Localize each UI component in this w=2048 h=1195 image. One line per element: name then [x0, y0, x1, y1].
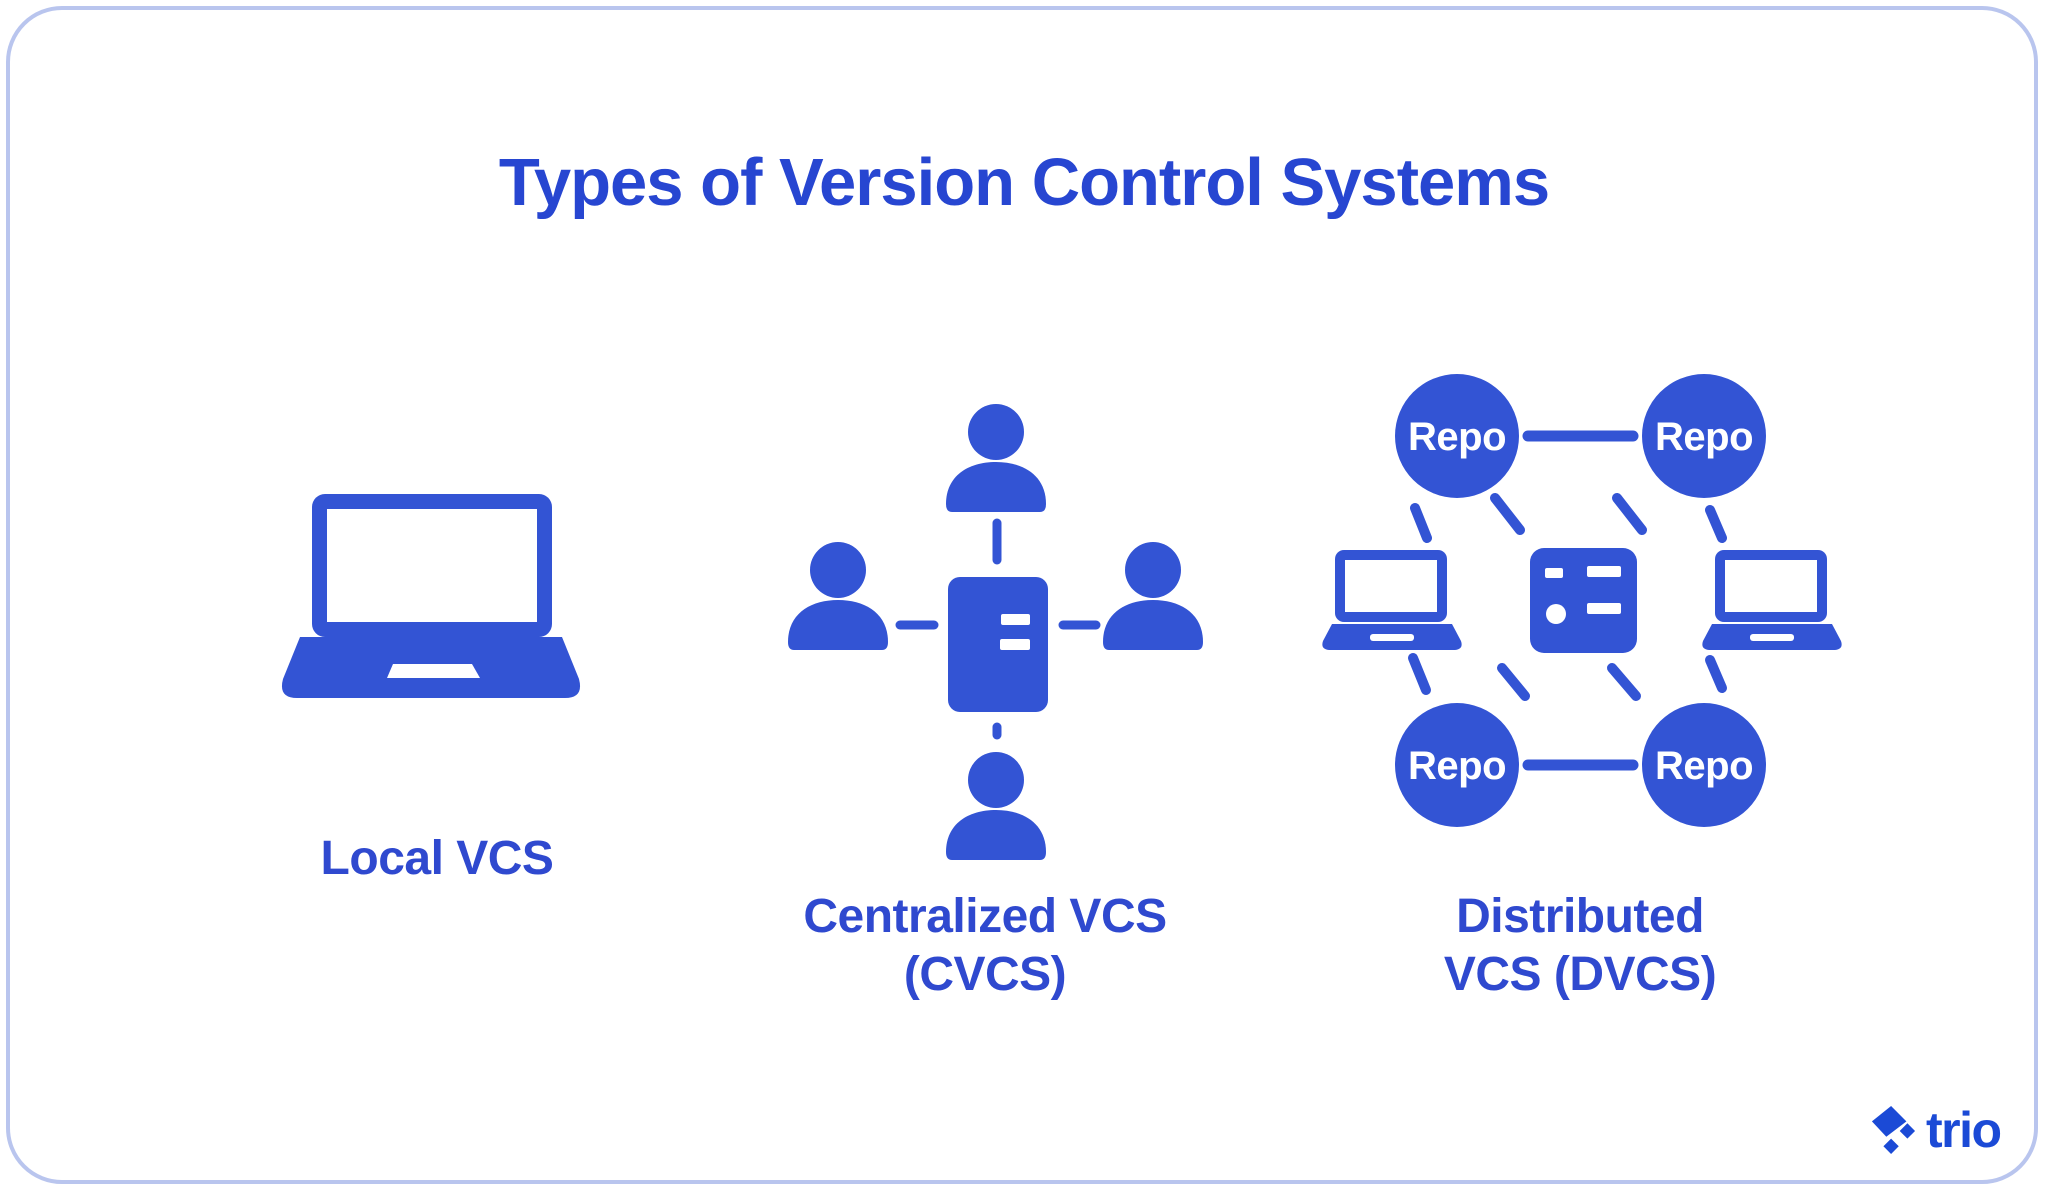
- repo-node: Repo: [1642, 374, 1766, 498]
- page-title: Types of Version Control Systems: [498, 145, 1550, 220]
- distributed-vcs-diagram: Repo Repo Repo Repo: [1322, 374, 1842, 827]
- connector-dashes: [895, 518, 1101, 740]
- laptop-icon: [1322, 550, 1462, 650]
- laptop-icon: [1702, 550, 1842, 650]
- repo-label: Repo: [1655, 744, 1753, 788]
- trio-logo: trio: [1870, 1102, 2002, 1158]
- centralized-label-line1: Centralized VCS: [803, 890, 1167, 943]
- user-icon: [788, 542, 888, 650]
- laptop-icon: [281, 494, 581, 698]
- server-icon: [1530, 548, 1637, 653]
- repo-node: Repo: [1642, 703, 1766, 827]
- repo-node: Repo: [1395, 703, 1519, 827]
- repo-label: Repo: [1408, 415, 1506, 459]
- user-icon: [946, 752, 1046, 860]
- centralized-vcs-diagram: [788, 404, 1203, 860]
- distributed-vcs-label: Distributed VCS (DVCS): [1380, 888, 1780, 1004]
- server-icon: [948, 577, 1048, 712]
- connector-dashes: [1408, 493, 1727, 701]
- trio-diamonds-icon: [1871, 1106, 1916, 1154]
- centralized-vcs-label: Centralized VCS (CVCS): [785, 888, 1185, 1004]
- distributed-label-line1: Distributed: [1456, 890, 1704, 943]
- card-frame: [6, 6, 2038, 1184]
- centralized-label-line2: (CVCS): [903, 948, 1067, 1001]
- repo-links: [1522, 430, 1639, 771]
- user-icon: [1103, 542, 1203, 650]
- trio-logo-text: trio: [1926, 1102, 2002, 1158]
- local-vcs-label: Local VCS: [320, 832, 554, 885]
- user-icon: [946, 404, 1046, 512]
- distributed-label-line2: VCS (DVCS): [1443, 948, 1717, 1001]
- repo-label: Repo: [1655, 415, 1753, 459]
- repo-label: Repo: [1408, 744, 1506, 788]
- repo-node: Repo: [1395, 374, 1519, 498]
